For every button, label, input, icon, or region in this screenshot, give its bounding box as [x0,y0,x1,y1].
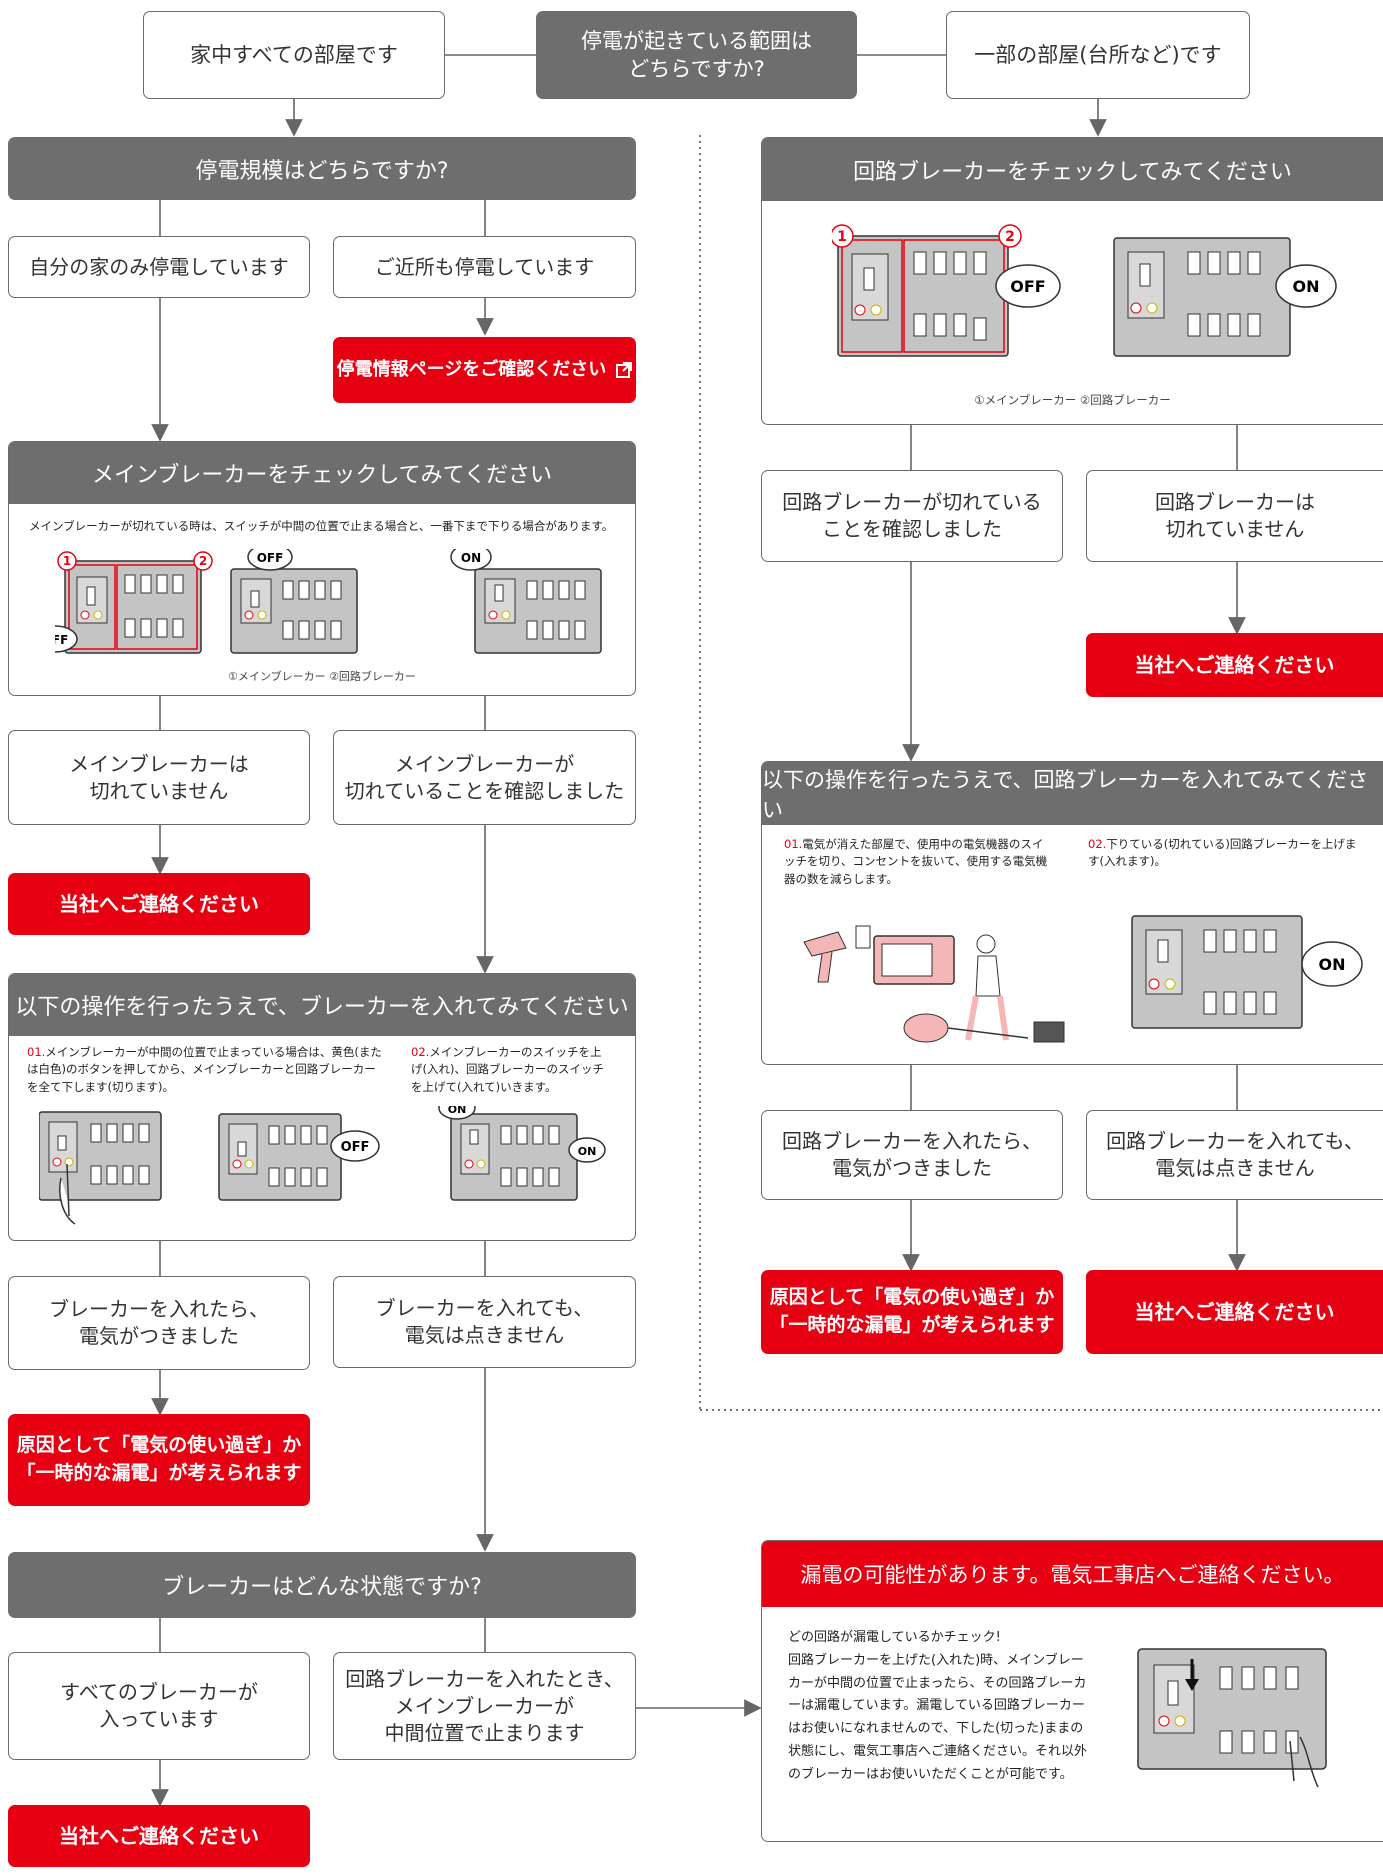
choice-all-rooms[interactable]: 家中すべての部屋です [143,11,445,99]
external-link-icon [616,362,633,378]
right-step1-num: 01. [784,837,803,851]
operate-panel-a [39,1111,162,1225]
circuit-check-panel: 回路ブレーカーをチェックしてみてください ①メインブレーカー ②回路ブレーカー … [761,137,1383,425]
operate-on-label-a: ON [448,1106,467,1116]
choice-some-rooms[interactable]: 一部の部屋(台所など)です [946,11,1250,99]
scale-question-header: 停電規模はどちらですか? [8,137,636,200]
cause-box-right: 原因として「電気の使い過ぎ」か 「一時的な漏電」が考えられます [761,1270,1063,1354]
leak-breaker-illustration [1137,1648,1327,1788]
option-circuit-confirmed-off[interactable]: 回路ブレーカーが切れている ことを確認しました [761,470,1063,562]
breaker-panels-illustration: 1 2 OFF OFF ON [55,549,602,654]
option-neighbors[interactable]: ご近所も停電しています [333,236,636,298]
right-operate-breaker: ON [1131,915,1363,1029]
cause-box-left: 原因として「電気の使い過ぎ」か 「一時的な漏電」が考えられます [8,1414,310,1506]
option-right-not-lit[interactable]: 回路ブレーカーを入れても、 電気は点きません [1086,1110,1383,1200]
main-breaker-note: メインブレーカーが切れている時は、スイッチが中間の位置で止まる場合と、一番下まで… [29,519,614,533]
circuit-badge-2: 2 [1005,229,1015,245]
outage-info-button[interactable]: 停電情報ページをご確認ください [333,337,636,403]
breaker-caption: ①メインブレーカー ②回路ブレーカー [228,670,416,683]
operate-panel-c: ON ON [438,1106,606,1201]
option-right-lit[interactable]: 回路ブレーカーを入れたら、 電気がつきました [761,1110,1063,1200]
left-operate-panel: 以下の操作を行ったうえで、ブレーカーを入れてみてください 01.メインブレーカー… [8,973,636,1241]
circuit-off-label: OFF [1010,277,1045,296]
breaker-panel-2: OFF [230,549,358,654]
circuit-badge-1: 1 [837,229,847,245]
circuit-caption: ①メインブレーカー ②回路ブレーカー [974,393,1171,407]
circuit-panel-1: 1 2 OFF [832,224,1061,357]
circuit-check-title: 回路ブレーカーをチェックしてみてください [762,138,1383,201]
contact-button-1[interactable]: 当社へご連絡ください [8,873,310,935]
left-operate-illustration: OFF ON ON [39,1106,606,1225]
leak-title: 漏電の可能性があります。電気工事店へご連絡ください。 [762,1541,1383,1607]
off-label-2: OFF [257,551,284,565]
option-circuit-not-off[interactable]: 回路ブレーカーは 切れていません [1086,470,1383,562]
on-label-3: ON [461,551,481,565]
operate-off-label: OFF [341,1140,370,1155]
breaker-panel-3: ON [450,549,602,654]
microwave-icon [873,935,955,985]
right-step2-num: 02. [1088,837,1107,851]
circuit-panel-2: ON [1113,237,1337,357]
circuit-on-label: ON [1293,277,1320,296]
state-question-header: ブレーカーはどんな状態ですか? [8,1552,636,1618]
appliances-illustration [803,925,1065,1043]
right-operate-on-label: ON [1319,955,1346,974]
option-stops-mid[interactable]: 回路ブレーカーを入れたとき、 メインブレーカーが 中間位置で止まります [333,1652,636,1760]
circuit-illustration: 1 2 OFF ON [832,224,1337,357]
option-left-lit[interactable]: ブレーカーを入れたら、 電気がつきました [8,1276,310,1370]
hair-dryer-icon [803,931,847,983]
outlet-icon [855,925,871,949]
right-operate-title: 以下の操作を行ったうえで、回路ブレーカーを入れてみてください [762,762,1383,825]
operate-panel-b: OFF [218,1113,380,1201]
option-left-not-lit[interactable]: ブレーカーを入れても、 電気は点きません [333,1276,636,1368]
main-breaker-check-title: メインブレーカーをチェックしてみてください [9,442,635,504]
badge-2-text: 2 [199,554,207,568]
left-step2-text: メインブレーカーのスイッチを上げ(入れ)、回路ブレーカーのスイッチを上げて(入れ… [411,1045,604,1094]
right-step2-text: 下りている(切れている)回路ブレーカーを上げます(入れます)。 [1088,837,1357,869]
operate-on-label-b: ON [578,1145,597,1158]
person-vacuum-icon [903,934,1065,1043]
leak-lead: どの回路が漏電しているかチェック! [788,1630,1001,1645]
leak-text: 回路ブレーカーを上げた(入れた)時、メインブレーカーが中間の位置で止まったら、そ… [788,1652,1088,1782]
question-outage-range: 停電が起きている範囲は どちらですか? [536,11,857,99]
leak-panel: 漏電の可能性があります。電気工事店へご連絡ください。 どの回路が漏電しているかチ… [761,1540,1383,1842]
contact-button-4[interactable]: 当社へご連絡ください [1086,1270,1383,1354]
outage-info-label: 停電情報ページをご確認ください [336,358,607,380]
left-operate-title: 以下の操作を行ったうえで、ブレーカーを入れてみてください [9,974,635,1036]
left-step1-text: メインブレーカーが中間の位置で止まっている場合は、黄色(または白色)のボタンを押… [27,1045,382,1094]
option-all-on[interactable]: すべてのブレーカーが 入っています [8,1652,310,1760]
option-main-not-off[interactable]: メインブレーカーは 切れていません [8,730,310,825]
breaker-panel-1: 1 2 OFF [55,551,213,654]
right-operate-panel: 以下の操作を行ったうえで、回路ブレーカーを入れてみてください 01.電気が消えた… [761,761,1383,1065]
leak-body: どの回路が漏電しているかチェック! 回路ブレーカーを上げた(入れた)時、メインブ… [788,1627,1088,1786]
option-main-confirmed-off[interactable]: メインブレーカーが 切れていることを確認しました [333,730,636,825]
right-step1-text: 電気が消えた部屋で、使用中の電気機器のスイッチを切り、コンセントを抜いて、使用す… [784,837,1048,886]
off-label-1: OFF [55,633,68,647]
left-step2-num: 02. [411,1045,430,1059]
option-own-house[interactable]: 自分の家のみ停電しています [8,236,310,298]
contact-button-2[interactable]: 当社へご連絡ください [8,1805,310,1867]
left-step1-num: 01. [27,1045,46,1059]
badge-1-text: 1 [63,554,71,568]
contact-button-3[interactable]: 当社へご連絡ください [1086,633,1383,697]
main-breaker-check-panel: メインブレーカーをチェックしてみてください メインブレーカーが切れている時は、ス… [8,441,636,696]
